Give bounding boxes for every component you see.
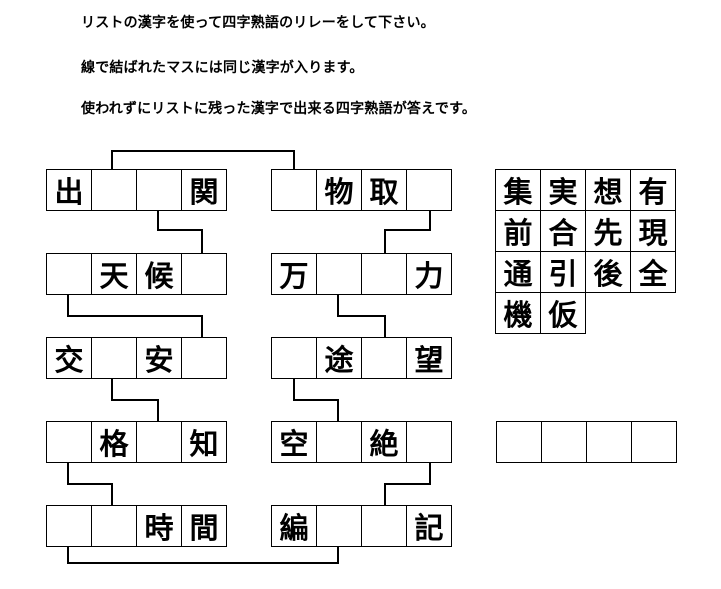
kanji-cell: 格 bbox=[91, 421, 137, 463]
list-kanji: 現 bbox=[630, 210, 676, 252]
left-puzzle-row-2: 天候 bbox=[46, 253, 227, 295]
empty-cell[interactable] bbox=[46, 253, 92, 295]
left-puzzle-row-1: 出関 bbox=[46, 169, 227, 211]
empty-cell[interactable] bbox=[136, 421, 182, 463]
right-puzzle-row-1: 物取 bbox=[271, 169, 452, 211]
list-kanji: 想 bbox=[585, 169, 631, 211]
left-puzzle-row-3: 交安 bbox=[46, 337, 227, 379]
answer-boxes bbox=[496, 421, 677, 463]
kanji-cell: 空 bbox=[271, 421, 317, 463]
connector-right-3-4 bbox=[293, 379, 339, 422]
empty-cell[interactable] bbox=[46, 505, 92, 547]
kanji-cell: 知 bbox=[181, 421, 227, 463]
empty-cell[interactable] bbox=[181, 253, 227, 295]
answer-box[interactable] bbox=[586, 421, 632, 463]
kanji-cell: 関 bbox=[181, 169, 227, 211]
kanji-cell: 取 bbox=[361, 169, 407, 211]
empty-cell[interactable] bbox=[361, 253, 407, 295]
list-kanji: 合 bbox=[540, 210, 586, 252]
right-puzzle-row-3: 途望 bbox=[271, 337, 452, 379]
left-puzzle-row-5: 時間 bbox=[46, 505, 227, 547]
right-puzzle-row-4: 空絶 bbox=[271, 421, 452, 463]
list-kanji: 引 bbox=[540, 251, 586, 293]
connector-right-2-3 bbox=[337, 295, 386, 338]
kanji-cell: 絶 bbox=[361, 421, 407, 463]
kanji-cell: 候 bbox=[136, 253, 182, 295]
kanji-list-row: 通引後全 bbox=[495, 251, 676, 293]
connector-left-1-2 bbox=[157, 210, 203, 254]
list-kanji: 後 bbox=[585, 251, 631, 293]
connector-bottom bbox=[67, 547, 339, 564]
empty-cell[interactable] bbox=[91, 505, 137, 547]
list-kanji: 先 bbox=[585, 210, 631, 252]
kanji-cell: 物 bbox=[316, 169, 362, 211]
kanji-list: 集実想有前合先現通引後全機仮 bbox=[495, 169, 676, 334]
empty-cell[interactable] bbox=[316, 421, 362, 463]
empty-cell[interactable] bbox=[136, 169, 182, 211]
kanji-cell: 編 bbox=[271, 505, 317, 547]
list-kanji: 実 bbox=[540, 169, 586, 211]
kanji-cell: 間 bbox=[181, 505, 227, 547]
empty-cell[interactable] bbox=[316, 253, 362, 295]
kanji-list-row: 前合先現 bbox=[495, 210, 676, 252]
answer-box[interactable] bbox=[631, 421, 677, 463]
connector-top bbox=[111, 150, 295, 170]
list-kanji: 機 bbox=[495, 292, 541, 334]
kanji-cell: 安 bbox=[136, 337, 182, 379]
list-kanji: 通 bbox=[495, 251, 541, 293]
empty-cell[interactable] bbox=[406, 169, 452, 211]
answer-box[interactable] bbox=[496, 421, 542, 463]
empty-cell[interactable] bbox=[406, 421, 452, 463]
list-kanji: 全 bbox=[630, 251, 676, 293]
instruction-1: リストの漢字を使って四字熟語のリレーをして下さい。 bbox=[81, 15, 435, 31]
connector-left-3-4 bbox=[111, 379, 159, 422]
right-puzzle-row-5: 編記 bbox=[271, 505, 452, 547]
kanji-cell: 天 bbox=[91, 253, 137, 295]
kanji-cell: 望 bbox=[406, 337, 452, 379]
kanji-cell: 記 bbox=[406, 505, 452, 547]
left-puzzle-row-4: 格知 bbox=[46, 421, 227, 463]
kanji-list-row: 集実想有 bbox=[495, 169, 676, 211]
instruction-3: 使われずにリストに残った漢字で出来る四字熟語が答えです。 bbox=[81, 101, 477, 117]
empty-cell[interactable] bbox=[46, 421, 92, 463]
empty-cell[interactable] bbox=[361, 505, 407, 547]
empty-cell[interactable] bbox=[181, 337, 227, 379]
instruction-2: 線で結ばれたマスには同じ漢字が入ります。 bbox=[81, 60, 364, 76]
list-kanji: 仮 bbox=[540, 292, 586, 334]
kanji-list-row: 機仮 bbox=[495, 292, 676, 334]
kanji-cell: 交 bbox=[46, 337, 92, 379]
connector-left-4-5 bbox=[67, 463, 113, 506]
connector-right-4-5 bbox=[384, 463, 431, 506]
kanji-cell: 時 bbox=[136, 505, 182, 547]
kanji-cell: 力 bbox=[406, 253, 452, 295]
right-puzzle-row-2: 万力 bbox=[271, 253, 452, 295]
list-kanji: 前 bbox=[495, 210, 541, 252]
connector-left-2-3 bbox=[67, 295, 203, 338]
connector-right-1-2 bbox=[384, 210, 431, 254]
kanji-cell: 万 bbox=[271, 253, 317, 295]
list-kanji: 集 bbox=[495, 169, 541, 211]
empty-cell[interactable] bbox=[361, 337, 407, 379]
empty-cell[interactable] bbox=[271, 337, 317, 379]
empty-cell[interactable] bbox=[316, 505, 362, 547]
kanji-cell: 途 bbox=[316, 337, 362, 379]
empty-cell[interactable] bbox=[91, 169, 137, 211]
empty-cell[interactable] bbox=[271, 169, 317, 211]
answer-box[interactable] bbox=[541, 421, 587, 463]
empty-cell[interactable] bbox=[91, 337, 137, 379]
list-kanji: 有 bbox=[630, 169, 676, 211]
kanji-cell: 出 bbox=[46, 169, 92, 211]
